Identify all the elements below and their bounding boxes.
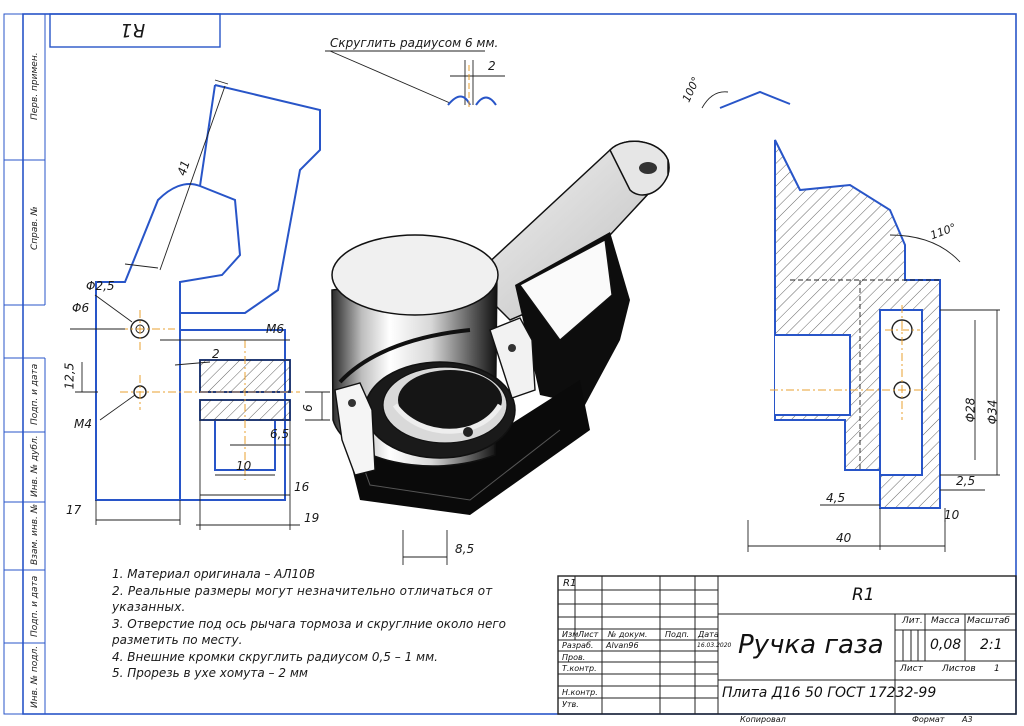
tb-col-doc: № докум. xyxy=(608,630,648,639)
tb-format-value: А3 xyxy=(962,715,973,724)
dim-2-left: 2 xyxy=(212,347,220,361)
tb-scale-label: Масштаб xyxy=(967,616,1010,626)
dim-2-top: 2 xyxy=(488,59,496,73)
tb-sheets-value: 1 xyxy=(994,664,1000,674)
note-item: 4. Внешние кромки скруглить радиусом 0,5… xyxy=(112,649,438,664)
tb-row-razrab: Разраб. xyxy=(562,641,594,650)
tb-row-nkontr: Н.контр. xyxy=(562,688,598,697)
tb-razrab-name: Alvan96 xyxy=(606,641,639,650)
dim-10-right: 10 xyxy=(944,508,960,522)
tb-code-main: R1 xyxy=(852,585,875,605)
tb-title: Ручка газа xyxy=(738,630,884,660)
dim-40: 40 xyxy=(836,531,852,545)
dim-m6: M6 xyxy=(266,322,284,336)
top-radius-note: Скруглить радиусом 6 мм. xyxy=(330,36,499,50)
tb-material: Плита Д16 50 ГОСТ 17232-99 xyxy=(722,685,937,701)
tb-row-prov: Пров. xyxy=(562,653,586,662)
strip-inv-dubl: Инв. № дубл. xyxy=(30,435,40,497)
dim-16: 16 xyxy=(294,480,310,494)
dim-8-5: 8,5 xyxy=(455,542,475,556)
dim-4-5: 4,5 xyxy=(826,491,846,505)
dim-17: 17 xyxy=(66,503,82,517)
tb-mass-label: Масса xyxy=(931,616,960,626)
tb-sheet-label: Лист xyxy=(900,664,923,674)
strip-sprav-nomer: Справ. № xyxy=(30,206,40,250)
dim-19: 19 xyxy=(304,511,320,525)
dim-phi-34: Φ34 xyxy=(985,399,1000,425)
tb-row-utv: Утв. xyxy=(562,700,579,709)
note-item: 3. Отверстие под ось рычага тормоза и ск… xyxy=(112,616,507,648)
dim-12-5: 12,5 xyxy=(62,362,77,390)
tb-code-small: R1 xyxy=(563,578,577,589)
tb-sheets-label: Листов xyxy=(942,664,976,674)
tb-razrab-date: 16.03.2020 xyxy=(697,642,732,649)
dim-6-5: 6,5 xyxy=(270,427,290,441)
dim-6: 6 xyxy=(300,404,315,412)
note-item: 2. Реальные размеры могут незначительно … xyxy=(112,583,493,615)
dim-2-5: 2,5 xyxy=(956,474,976,488)
tb-copied: Копировал xyxy=(740,715,786,724)
title-block-grid xyxy=(557,575,1017,715)
technical-notes: 1. Материал оригинала – АЛ10В 2. Реальны… xyxy=(112,566,512,682)
note-item: 1. Материал оригинала – АЛ10В xyxy=(112,567,316,581)
dim-m4: M4 xyxy=(74,417,92,431)
dim-phi-2-5: Φ2,5 xyxy=(86,279,115,293)
isometric-view xyxy=(331,140,670,515)
tb-mass-value: 0,08 xyxy=(930,637,962,653)
strip-vzam-inv: Взам. инв. № xyxy=(30,503,40,565)
tb-row-tkontr: Т.контр. xyxy=(562,664,597,673)
tb-lit-label: Лит. xyxy=(902,616,923,626)
strip-podp-data-2: Подп. и дата xyxy=(30,575,40,637)
left-margin-strip xyxy=(3,13,24,715)
strip-perv-primen: Перв. примен. xyxy=(30,52,40,120)
tb-col-izm: Изм xyxy=(562,630,579,639)
dim-10: 10 xyxy=(236,459,252,473)
tb-col-podp: Подп. xyxy=(665,630,690,639)
tb-col-date: Дата xyxy=(698,630,719,639)
strip-podp-data-1: Подп. и дата xyxy=(30,363,40,425)
note-item: 5. Прорезь в ухе хомута – 2 мм xyxy=(112,666,308,680)
tb-scale-value: 2:1 xyxy=(980,637,1003,653)
dim-phi-6: Φ6 xyxy=(72,301,90,315)
dim-phi-28: Φ28 xyxy=(963,397,978,423)
sheet-corner-label: R1 xyxy=(120,19,146,41)
tb-col-list: Лист xyxy=(578,630,599,639)
strip-inv-podl: Инв. № подл. xyxy=(30,645,40,708)
tb-format: Формат xyxy=(912,715,945,724)
